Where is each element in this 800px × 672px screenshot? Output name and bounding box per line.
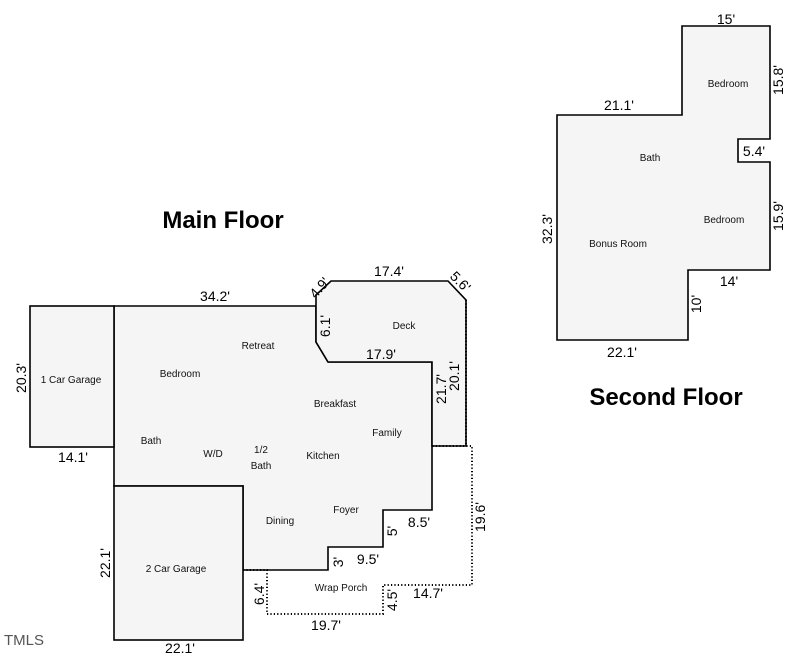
room-label-kitchen: Kitchen — [306, 451, 339, 462]
dim-step-v1: 5' — [384, 526, 400, 536]
room-label-second-bedroom-top: Bedroom — [708, 79, 749, 90]
room-label-retreat: Retreat — [242, 341, 275, 352]
room-label-bonus-room: Bonus Room — [589, 239, 647, 250]
dim-garage2-left: 22.1' — [97, 548, 113, 578]
dim-garage1-left: 20.3' — [13, 363, 29, 393]
room-label-second-bath: Bath — [640, 153, 661, 164]
dim-second-right-lower: 15.9' — [770, 201, 786, 231]
dim-second-left-top: 21.1' — [604, 97, 634, 113]
room-label-dining: Dining — [266, 516, 294, 527]
room-label-wrap-porch: Wrap Porch — [315, 583, 368, 594]
dim-second-top: 15' — [717, 11, 735, 27]
dim-deck-right: 20.1' — [446, 361, 462, 391]
second-floor-outline — [556, 25, 771, 341]
dim-deck-left: 6.1' — [317, 315, 333, 337]
dim-second-bottom-left: 22.1' — [607, 344, 637, 360]
deck-outline — [315, 280, 467, 447]
second-floor-heading: Second Floor — [589, 384, 742, 411]
dim-second-notch: 5.4' — [743, 143, 765, 159]
room-label-1-car-garage: 1 Car Garage — [41, 375, 102, 386]
tmls-watermark: TMLS — [4, 632, 44, 649]
room-label-family: Family — [372, 428, 401, 439]
dim-garage1-bottom: 14.1' — [58, 449, 88, 465]
dim-step-h2: 9.5' — [357, 551, 379, 567]
dim-top-width: 34.2' — [200, 288, 230, 304]
room-label-bedroom: Bedroom — [160, 369, 201, 380]
dim-step-v2: 3' — [330, 557, 346, 567]
dim-family-right: 21.7' — [433, 374, 449, 404]
one-car-garage-outline — [29, 305, 115, 448]
dim-deck-top: 17.4' — [374, 263, 404, 279]
dim-garage2-bottom: 22.1' — [165, 640, 195, 656]
dim-porch-left: 6.4' — [251, 583, 267, 605]
dim-porch-step-h: 14.7' — [413, 585, 443, 601]
room-label-bath: Bath — [141, 436, 162, 447]
room-label-wd: W/D — [203, 449, 222, 460]
room-label-foyer: Foyer — [333, 505, 359, 516]
wrap-porch-outline — [243, 445, 473, 615]
room-label-second-bedroom-right: Bedroom — [704, 215, 745, 226]
dim-second-left-height: 32.3' — [539, 214, 555, 244]
two-car-garage-outline — [113, 485, 244, 641]
dim-second-bottom-right: 14' — [720, 273, 738, 289]
dim-porch-bottom: 19.7' — [311, 617, 341, 633]
main-floor-heading: Main Floor — [162, 207, 283, 234]
dim-second-step-v: 10' — [688, 295, 704, 313]
dim-second-right-top: 15.8' — [770, 65, 786, 95]
room-label-deck: Deck — [393, 321, 417, 332]
dim-deck-bottom: 17.9' — [366, 346, 396, 362]
dim-porch-step-v: 4.5' — [384, 589, 400, 611]
dim-step-h1: 8.5' — [408, 514, 430, 530]
dim-porch-right: 19.6' — [472, 502, 488, 532]
room-label-half: 1/2 — [254, 445, 268, 456]
room-label-2-car-garage: 2 Car Garage — [146, 564, 207, 575]
room-label-breakfast: Breakfast — [314, 399, 356, 410]
room-label-half-bath: Bath — [251, 461, 272, 472]
